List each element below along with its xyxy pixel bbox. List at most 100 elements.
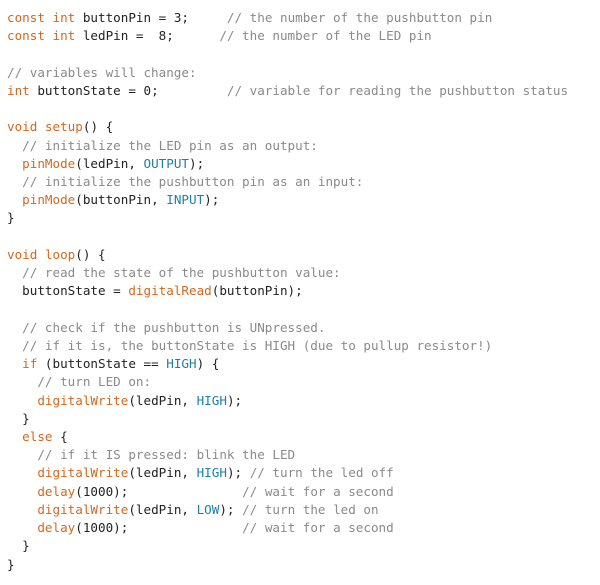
code-line: // initialize the pushbutton pin as an i…	[7, 173, 568, 191]
constant-token: OUTPUT	[143, 155, 190, 171]
code-line: if (buttonState == HIGH) {	[7, 355, 568, 373]
comment-token: // if it is, the buttonState is HIGH (du…	[22, 337, 493, 353]
code-text	[7, 484, 37, 499]
code-text: (buttonPin,	[75, 192, 167, 208]
code-text: buttonState = 0;	[29, 82, 227, 98]
code-text: }	[7, 410, 30, 426]
code-line: void loop() {	[7, 246, 568, 264]
code-line: digitalWrite(ledPin, LOW); // turn the l…	[7, 501, 568, 519]
keyword-token: int	[7, 82, 30, 98]
code-text	[7, 356, 22, 371]
code-line	[7, 301, 568, 319]
function-token: digitalRead	[128, 283, 212, 299]
code-text: (ledPin,	[75, 155, 144, 171]
code-text: (1000);	[75, 483, 243, 499]
code-line: pinMode(buttonPin, INPUT);	[7, 191, 568, 209]
code-text	[7, 393, 37, 408]
code-text: );	[226, 465, 250, 481]
code-text	[7, 465, 37, 480]
code-text	[7, 320, 22, 335]
code-text: ) {	[196, 356, 220, 372]
keyword-token: const int	[7, 10, 76, 25]
comment-token: // the number of the LED pin	[219, 28, 432, 44]
code-line: int buttonState = 0; // variable for rea…	[7, 82, 568, 100]
code-text	[7, 174, 22, 189]
code-text	[7, 265, 22, 280]
code-text: (buttonPin);	[211, 283, 303, 299]
keyword-token: void	[7, 246, 38, 262]
comment-token: // if it IS pressed: blink the LED	[37, 447, 296, 463]
code-text: }	[7, 210, 15, 226]
comment-token: // turn LED on:	[37, 374, 152, 390]
comment-token: // initialize the pushbutton pin as an i…	[22, 173, 364, 189]
constant-token: LOW	[196, 501, 220, 517]
code-line	[7, 100, 568, 118]
code-text	[7, 374, 37, 389]
function-token: digitalWrite	[37, 465, 129, 481]
code-text	[7, 192, 22, 207]
code-text: );	[189, 155, 205, 171]
code-text	[37, 119, 45, 134]
function-token: delay	[37, 483, 76, 499]
function-token: loop	[44, 246, 76, 262]
code-line: delay(1000); // wait for a second	[7, 483, 568, 501]
code-text	[37, 247, 45, 262]
constant-token: INPUT	[166, 192, 205, 208]
function-token: digitalWrite	[37, 501, 129, 517]
keyword-token: if	[22, 356, 38, 372]
keyword-token: const int	[7, 28, 76, 44]
code-text: );	[219, 501, 243, 517]
code-line: // read the state of the pushbutton valu…	[7, 264, 568, 282]
keyword-token: else	[22, 429, 53, 445]
code-line: }	[7, 209, 568, 227]
code-line: // initialize the LED pin as an output:	[7, 137, 568, 155]
comment-token: // wait for a second	[242, 520, 394, 536]
code-text: }	[7, 556, 15, 572]
comment-token: // wait for a second	[242, 483, 394, 499]
code-line: const int ledPin = 8; // the number of t…	[7, 27, 568, 45]
code-line	[7, 45, 568, 63]
code-text: );	[204, 192, 220, 208]
code-line: }	[7, 556, 568, 574]
code-line: // check if the pushbutton is UNpressed.	[7, 319, 568, 337]
code-line: else {	[7, 428, 568, 446]
code-text: () {	[82, 119, 114, 135]
comment-token: // turn the led off	[249, 465, 394, 481]
code-listing: const int buttonPin = 3; // the number o…	[7, 9, 568, 574]
comment-token: // check if the pushbutton is UNpressed.	[22, 319, 326, 335]
code-text: }	[7, 538, 30, 554]
code-line: // if it IS pressed: blink the LED	[7, 446, 568, 464]
code-line: }	[7, 410, 568, 428]
function-token: digitalWrite	[37, 392, 129, 408]
code-line	[7, 228, 568, 246]
code-text: (ledPin,	[128, 465, 197, 481]
comment-token: // turn the led on	[242, 501, 379, 517]
comment-token: // variables will change:	[7, 64, 197, 80]
code-line: buttonState = digitalRead(buttonPin);	[7, 282, 568, 300]
comment-token: // variable for reading the pushbutton s…	[226, 82, 569, 98]
function-token: pinMode	[22, 155, 76, 171]
comment-token: // initialize the LED pin as an output:	[22, 137, 318, 153]
code-line: // if it is, the buttonState is HIGH (du…	[7, 337, 568, 355]
code-line: const int buttonPin = 3; // the number o…	[7, 9, 568, 27]
code-text: (1000);	[75, 520, 243, 536]
code-line: digitalWrite(ledPin, HIGH); // turn the …	[7, 464, 568, 482]
function-token: pinMode	[22, 192, 76, 208]
code-line: // variables will change:	[7, 64, 568, 82]
constant-token: HIGH	[166, 356, 197, 372]
code-text: (ledPin,	[128, 392, 197, 408]
code-line: void setup() {	[7, 118, 568, 136]
code-text: (ledPin,	[128, 501, 197, 517]
constant-token: HIGH	[196, 465, 227, 481]
code-line: // turn LED on:	[7, 373, 568, 391]
code-line: pinMode(ledPin, OUTPUT);	[7, 155, 568, 173]
code-text	[7, 502, 37, 517]
code-text	[7, 156, 22, 171]
code-text	[7, 520, 37, 535]
code-text: ledPin = 8;	[75, 28, 220, 44]
code-text: () {	[75, 246, 106, 262]
function-token: setup	[44, 119, 83, 135]
function-token: delay	[37, 520, 76, 536]
code-text	[7, 138, 22, 153]
code-line: digitalWrite(ledPin, HIGH);	[7, 392, 568, 410]
